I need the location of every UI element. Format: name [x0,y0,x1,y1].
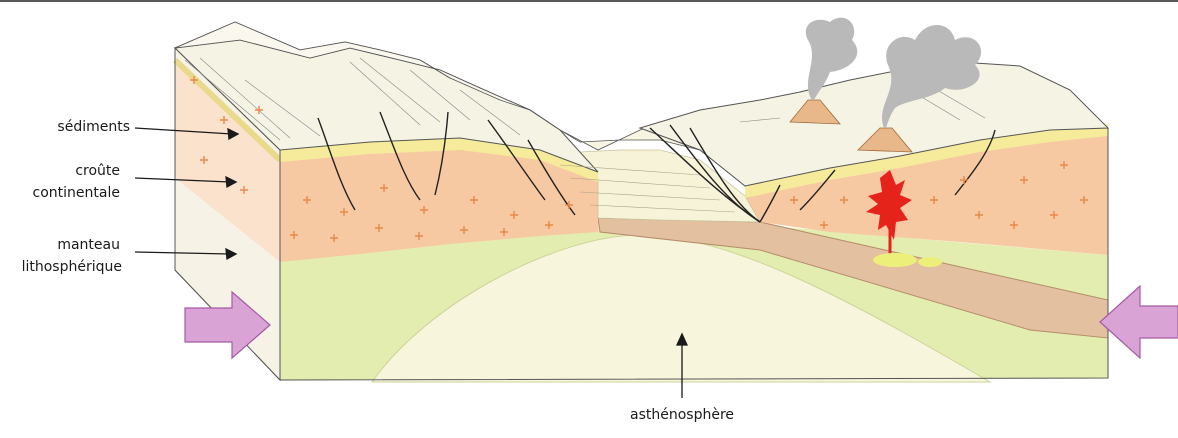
label-mantle-line2: lithosphérique [10,258,122,277]
label-mantle-line1: manteau [40,236,120,255]
compression-arrow-left-icon [1100,286,1178,358]
label-sediments: sédiments [40,118,130,137]
partial-melt-zone [873,253,917,267]
label-crust-line1: croûte [40,162,120,181]
label-crust-line2: continentale [20,184,120,203]
label-asthenosphere: asthénosphère [612,406,752,425]
